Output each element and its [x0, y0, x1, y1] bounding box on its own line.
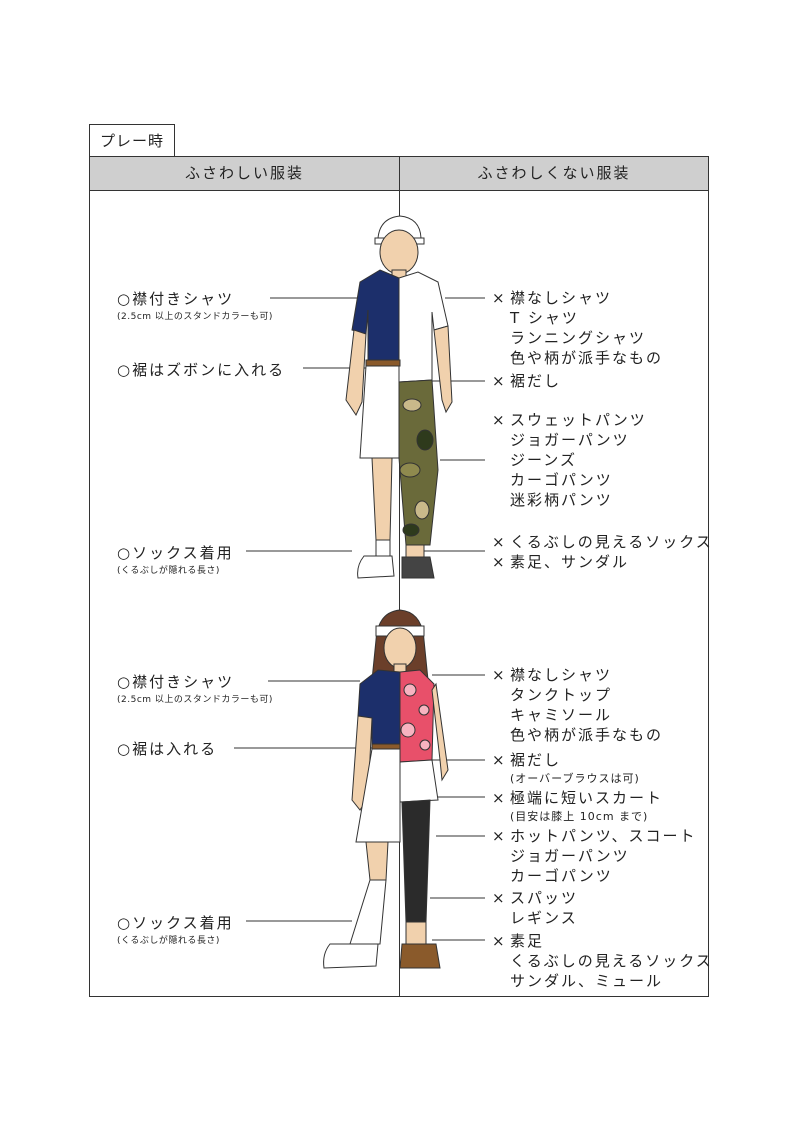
female-left-tuck: ○裾は入れる [117, 740, 218, 758]
female-left-collar: ○襟付きシャツ [117, 673, 235, 691]
leader-lines [234, 297, 485, 941]
female-right-pants: ×ホットパンツ、スコート ジョガーパンツ カーゴパンツ [492, 827, 697, 885]
male-right-pants: ×スウェットパンツ ジョガーパンツ ジーンズ カーゴパンツ 迷彩柄パンツ [492, 411, 647, 509]
female-right-spats: ×スパッツ レギンス [492, 889, 579, 927]
section-tab: プレー時 [89, 124, 175, 156]
female-right-shirts: ×襟なしシャツ タンクトップ キャミソール 色や柄が派手なもの [492, 666, 664, 744]
male-right-untucked: ×裾だし [492, 372, 562, 390]
header-appropriate: ふさわしい服装 [184, 164, 304, 182]
male-left-collar: ○襟付きシャツ [117, 290, 235, 308]
female-figure [323, 609, 449, 969]
female-right-skirt-note: (目安は膝上 10cm まで) [510, 810, 649, 823]
female-right-untucked-note: (オーバーブラウスは可) [510, 772, 640, 785]
female-right-untucked: ×裾だし [492, 751, 562, 769]
female-left-collar-note: (2.5cm 以上のスタンドカラーも可) [117, 695, 273, 705]
male-right-socks: ×くるぶしの見えるソックス ×素足、サンダル [492, 533, 713, 571]
male-right-shirts: ×襟なしシャツ T シャツ ランニングシャツ 色や柄が派手なもの [492, 289, 664, 367]
male-figure [345, 215, 453, 579]
female-left-socks-note: (くるぶしが隠れる長さ) [117, 936, 220, 946]
dress-code-table: ふさわしい服装 ふさわしくない服装 [89, 156, 709, 997]
male-left-tuck: ○裾はズボンに入れる [117, 361, 286, 379]
female-right-feet: ×素足 くるぶしの見えるソックス サンダル、ミュール [492, 932, 713, 990]
header-inappropriate: ふさわしくない服装 [477, 164, 631, 182]
male-left-collar-note: (2.5cm 以上のスタンドカラーも可) [117, 312, 273, 322]
female-left-socks: ○ソックス着用 [117, 914, 234, 932]
male-left-socks: ○ソックス着用 [117, 544, 234, 562]
male-left-socks-note: (くるぶしが隠れる長さ) [117, 566, 220, 576]
female-right-skirt: ×極端に短いスカート [492, 789, 664, 807]
column-divider [399, 157, 400, 996]
